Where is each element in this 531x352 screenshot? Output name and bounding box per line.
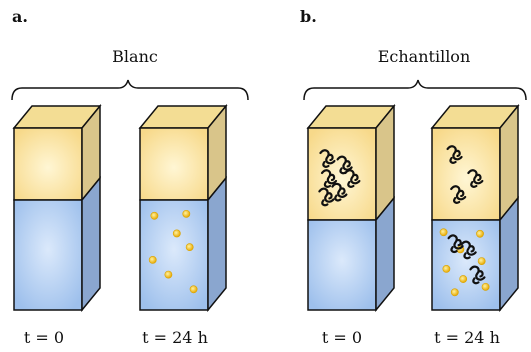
particle xyxy=(150,211,159,220)
vial-a0-top-phase xyxy=(13,127,83,201)
particle xyxy=(481,282,490,291)
vial-a-t0 xyxy=(12,103,102,313)
particle xyxy=(450,288,459,297)
vial-b1-top-phase xyxy=(431,127,501,221)
panel-b-brace xyxy=(303,79,527,101)
molecule-icon xyxy=(318,187,335,207)
molecule-icon-path xyxy=(320,169,338,188)
molecule-icon xyxy=(460,240,477,260)
molecule-icon xyxy=(469,265,486,285)
time-label-b-t0: t = 0 xyxy=(322,328,362,347)
particle xyxy=(476,229,484,238)
molecule-icon-path xyxy=(447,234,464,254)
vial-b1-bottom-side xyxy=(499,195,519,313)
molecule-icon-path xyxy=(469,265,486,285)
molecule-icon-path xyxy=(319,149,336,168)
molecule-icon-path xyxy=(460,240,477,260)
vial-b-t24 xyxy=(430,103,520,313)
panel-a-letter: a. xyxy=(12,7,28,26)
particle xyxy=(164,270,173,279)
particle xyxy=(477,257,486,265)
panel-a-group-label: Blanc xyxy=(112,47,158,66)
particle xyxy=(442,264,451,273)
molecule-icon xyxy=(331,182,348,202)
particle xyxy=(459,275,468,283)
molecule-icon-path xyxy=(467,169,484,188)
molecule-icon xyxy=(319,149,336,168)
molecule-icon-path xyxy=(446,145,463,164)
molecule-icon-path xyxy=(450,185,467,204)
time-label-a-t0: t = 0 xyxy=(24,328,64,347)
molecule-icon xyxy=(447,234,464,254)
vial-a0-bottom-phase xyxy=(13,199,83,311)
molecule-icon-path xyxy=(344,169,361,188)
particle xyxy=(189,285,198,294)
particle xyxy=(172,229,181,238)
vial-a1-bottom-phase xyxy=(139,199,209,311)
panel-b-letter: b. xyxy=(300,7,317,26)
vial-b0-bottom-phase xyxy=(307,219,377,311)
particle xyxy=(148,255,157,264)
panel-b: b. Echantillon t = 0 t = 24 h xyxy=(300,7,527,347)
vial-a-t24 xyxy=(138,103,228,313)
particle xyxy=(439,228,448,237)
panel-a-brace xyxy=(11,79,249,101)
vial-b-t0 xyxy=(306,103,396,313)
particle xyxy=(182,209,191,218)
molecule-icon xyxy=(320,169,338,188)
molecule-icon xyxy=(344,169,361,188)
vial-b0-bottom-side xyxy=(375,195,395,313)
molecule-icon-path xyxy=(318,187,335,207)
vial-a1-bottom-side xyxy=(207,175,227,313)
molecule-icon xyxy=(450,185,467,204)
vial-a0-bottom-side xyxy=(81,175,101,313)
molecule-icon-path xyxy=(331,182,348,202)
time-label-b-t24: t = 24 h xyxy=(434,328,500,347)
panel-b-group-label: Echantillon xyxy=(378,47,471,66)
vial-a1-top-phase xyxy=(139,127,209,201)
panel-a: a. Blanc t = 0 t = 24 h xyxy=(11,7,249,347)
molecule-icon xyxy=(467,169,484,188)
particle xyxy=(185,243,194,252)
molecule-icon xyxy=(446,145,463,164)
time-label-a-t24: t = 24 h xyxy=(142,328,208,347)
